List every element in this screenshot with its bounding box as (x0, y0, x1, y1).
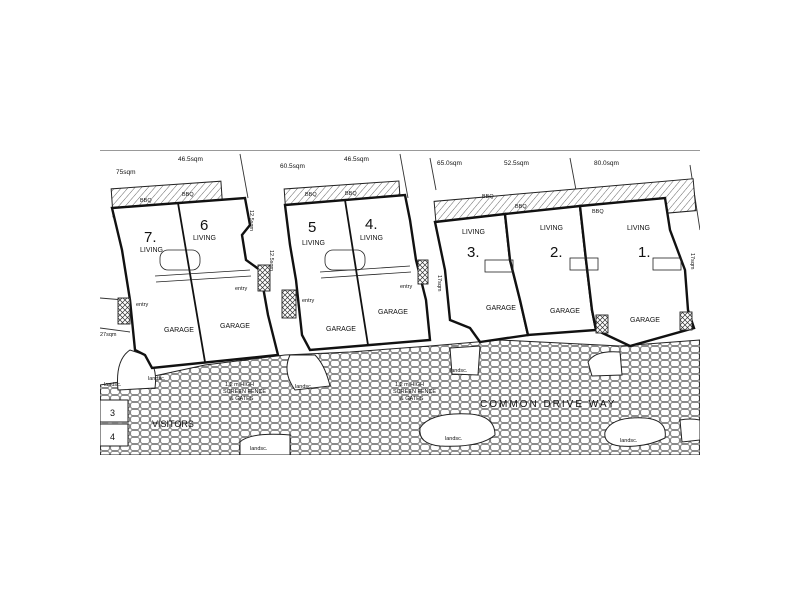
garage-label-unit2: GARAGE (550, 308, 580, 315)
area-labels: 75sqm 46.5sqm 60.5sqm 46.5sqm 65.0sqm 52… (116, 156, 619, 176)
garage-labels: GARAGE GARAGE GARAGE GARAGE GARAGE GARAG… (164, 305, 660, 334)
living-labels: LIVING LIVING LIVING LIVING LIVING LIVIN… (140, 225, 650, 254)
landsc-label-7: landsc. (250, 446, 268, 452)
area-label-unit5: 60.5sqm (280, 163, 305, 170)
common-drive-way-label: COMMON DRIVE WAY (480, 399, 616, 410)
garage-label-unit6: GARAGE (220, 323, 250, 330)
unit-number-6: 6 (200, 217, 208, 234)
garage-label-unit3: GARAGE (486, 305, 516, 312)
living-label-unit5: LIVING (302, 240, 325, 247)
visitors-label: VISITORS (152, 419, 194, 429)
entry-label-unit4: entry (400, 284, 412, 290)
garage-label-unit5: GARAGE (326, 326, 356, 333)
landsc-label-6: landsc. (620, 438, 638, 444)
fence-note-left-line2: SCREEN FENCE (223, 389, 266, 395)
living-label-unit4: LIVING (360, 235, 383, 242)
side-dim-left: 27sqm (100, 332, 117, 338)
bbq-label-unit2: BBQ (515, 204, 527, 210)
side-dim-unit1: 17sqm (689, 253, 695, 270)
unit-number-4: 4. (365, 216, 378, 233)
living-label-unit1: LIVING (627, 225, 650, 232)
fence-note-right: 1.2 m HIGH SCREEN FENCE & GATES (393, 382, 436, 402)
entry-label-unit7: entry (136, 302, 148, 308)
garage-label-unit7: GARAGE (164, 327, 194, 334)
bbq-label-unit6: BBQ (182, 192, 194, 198)
side-dimension-labels: 27sqm 12.5sqm 12.5sqm 17sqm 17sqm (100, 210, 695, 338)
visitor-space-4: 4 (110, 432, 115, 442)
living-label-unit2: LIVING (540, 225, 563, 232)
unit-number-7: 7. (144, 229, 157, 246)
landsc-label-3: landsc. (295, 384, 313, 390)
area-label-unit7: 75sqm (116, 169, 136, 176)
living-label-unit7: LIVING (140, 247, 163, 254)
side-dim-unit4: 17sqm (436, 275, 442, 292)
garage-label-unit4: GARAGE (378, 309, 408, 316)
side-dim-unit6: 12.5sqm (248, 210, 254, 232)
visitor-space-3: 3 (110, 408, 115, 418)
unit-number-5: 5 (308, 219, 316, 236)
entry-labels: entry entry entry entry (136, 284, 412, 308)
stairs-fixtures (154, 249, 682, 283)
landsc-label-5: landsc. (445, 436, 463, 442)
living-label-unit6: LIVING (193, 235, 216, 242)
garage-label-unit1: GARAGE (630, 317, 660, 324)
fence-note-right-line2: SCREEN FENCE (393, 389, 436, 395)
unit-numbers: 7. 6 5 4. 3. 2. 1. (144, 216, 651, 261)
unit-blocks (110, 193, 696, 370)
fence-note-left-line1: 1.2 m HIGH (225, 382, 254, 388)
bbq-label-unit3: BBQ (482, 194, 494, 200)
bbq-label-unit7: BBQ (140, 198, 152, 204)
area-label-unit4: 46.5sqm (344, 156, 369, 163)
bbq-label-unit1: BBQ (592, 209, 604, 215)
area-label-unit6: 46.5sqm (178, 156, 203, 163)
entry-label-unit5: entry (302, 298, 314, 304)
entry-label-unit6: entry (235, 286, 247, 292)
party-walls (177, 199, 369, 363)
landsc-label-4: landsc. (450, 368, 468, 374)
unit-number-1: 1. (638, 244, 651, 261)
area-label-unit1: 80.0sqm (594, 160, 619, 167)
landscape-labels: landsc. landsc. landsc. landsc. landsc. … (104, 368, 638, 452)
unit-number-2: 2. (550, 244, 563, 261)
fence-note-right-line3: & GATES (400, 396, 424, 402)
landscape-islands (117, 345, 701, 456)
landsc-label-2: landsc. (148, 376, 166, 382)
bbq-label-unit4: BBQ (345, 191, 357, 197)
bbq-label-unit5: BBQ (305, 192, 317, 198)
site-floor-plan: 3 4 VISITORS COMMON DRIVE WAY (99, 149, 701, 456)
fence-note-left: 1.2 m HIGH SCREEN FENCE & GATES (223, 382, 266, 402)
bbq-labels: BBQ BBQ BBQ BBQ BBQ BBQ BBQ (140, 191, 604, 215)
side-courts (117, 259, 693, 334)
area-label-unit2: 52.5sqm (504, 160, 529, 167)
living-label-unit3: LIVING (462, 229, 485, 236)
area-label-unit3: 65.0sqm (437, 160, 462, 167)
visitor-parking: 3 4 VISITORS (99, 399, 194, 447)
landsc-label-1: landsc. (104, 382, 122, 388)
fence-note-right-line1: 1.2 m HIGH (395, 382, 424, 388)
unit-number-3: 3. (467, 244, 480, 261)
fence-note-left-line3: & GATES (230, 396, 254, 402)
side-dim-unit5: 12.5sqm (268, 250, 274, 272)
